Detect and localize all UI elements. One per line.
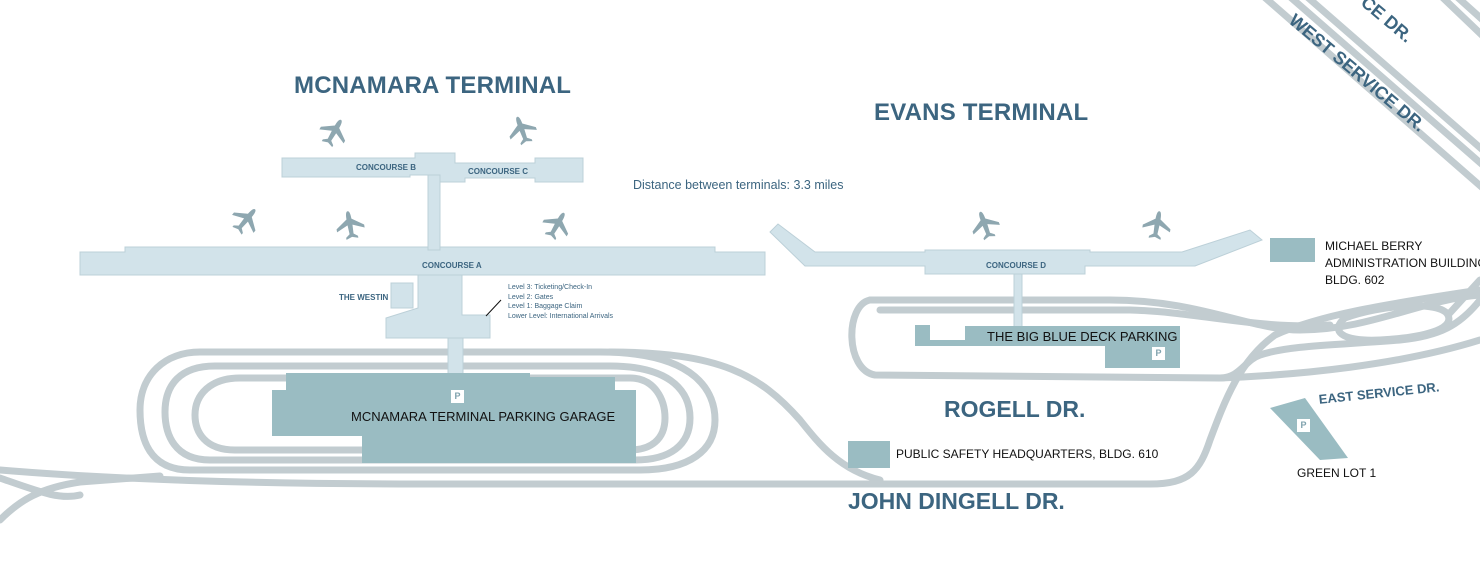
mcnamara-terminal: [79, 152, 766, 377]
green-lot-label: GREEN LOT 1: [1297, 466, 1377, 480]
parking-icon: P: [1152, 347, 1165, 360]
airplane-icon: [314, 112, 354, 152]
level-2-note: Level 2: Gates: [508, 293, 554, 301]
level-3-note: Level 3: Ticketing/Check-In: [508, 284, 593, 291]
john-dingell-dr-label: JOHN DINGELL DR.: [848, 488, 1065, 514]
big-blue-deck: [915, 325, 1180, 368]
rogell-dr-label: ROGELL DR.: [944, 396, 1086, 422]
concourse-b-label: CONCOURSE B: [356, 163, 417, 172]
mcnamara-parking-garage: [272, 373, 636, 463]
evans-terminal-label: EVANS TERMINAL: [874, 99, 1089, 126]
airplane-icon: [226, 200, 266, 240]
concourse-a-label: CONCOURSE A: [422, 261, 482, 270]
mcnamara-core: [385, 274, 491, 339]
airplane-icon: [537, 205, 577, 245]
concourse-d-label: CONCOURSE D: [986, 261, 1047, 270]
road-network: [0, 0, 1480, 524]
mcnamara-parking-label: MCNAMARA TERMINAL PARKING GARAGE: [351, 409, 616, 424]
michael-berry-building: [1270, 238, 1315, 262]
mcnamara-loop-outer: [136, 348, 719, 474]
big-blue-deck-label: THE BIG BLUE DECK PARKING: [987, 329, 1178, 344]
michael-berry-label: MICHAEL BERRY ADMINISTRATION BUILDING BL…: [1325, 239, 1480, 287]
levels-leader-line: [485, 299, 502, 317]
airplane-icon: [1140, 208, 1174, 242]
westin-building: [390, 282, 414, 309]
concourse-b-building: [281, 152, 584, 183]
distance-note: Distance between terminals: 3.3 miles: [633, 178, 844, 192]
interchange-loop: [1335, 302, 1453, 344]
airplane-icon: [504, 112, 540, 148]
parking-icon: P: [451, 390, 464, 403]
concourse-d-building: [769, 223, 1263, 275]
public-safety-label: PUBLIC SAFETY HEADQUARTERS, BLDG. 610: [896, 447, 1159, 461]
concourse-c-label: CONCOURSE C: [468, 167, 529, 176]
parking-icon: P: [1297, 419, 1310, 432]
concourse-a-building: [79, 246, 766, 276]
west-service-road: [1262, 0, 1480, 191]
levels-list: Level 3: Ticketing/Check-In Level 2: Gat…: [508, 283, 613, 321]
level-1-note: Level 1: Baggage Claim: [508, 303, 583, 310]
john-dingell-road: [0, 286, 1480, 488]
airplane-icon: [967, 207, 1003, 243]
lower-level-note: Lower Level: International Arrivals: [508, 312, 614, 320]
westin-label: THE WESTIN: [339, 293, 389, 302]
public-safety-building: [848, 441, 890, 468]
airplane-icon: [333, 208, 367, 242]
mcnamara-terminal-label: MCNAMARA TERMINAL: [294, 72, 572, 99]
